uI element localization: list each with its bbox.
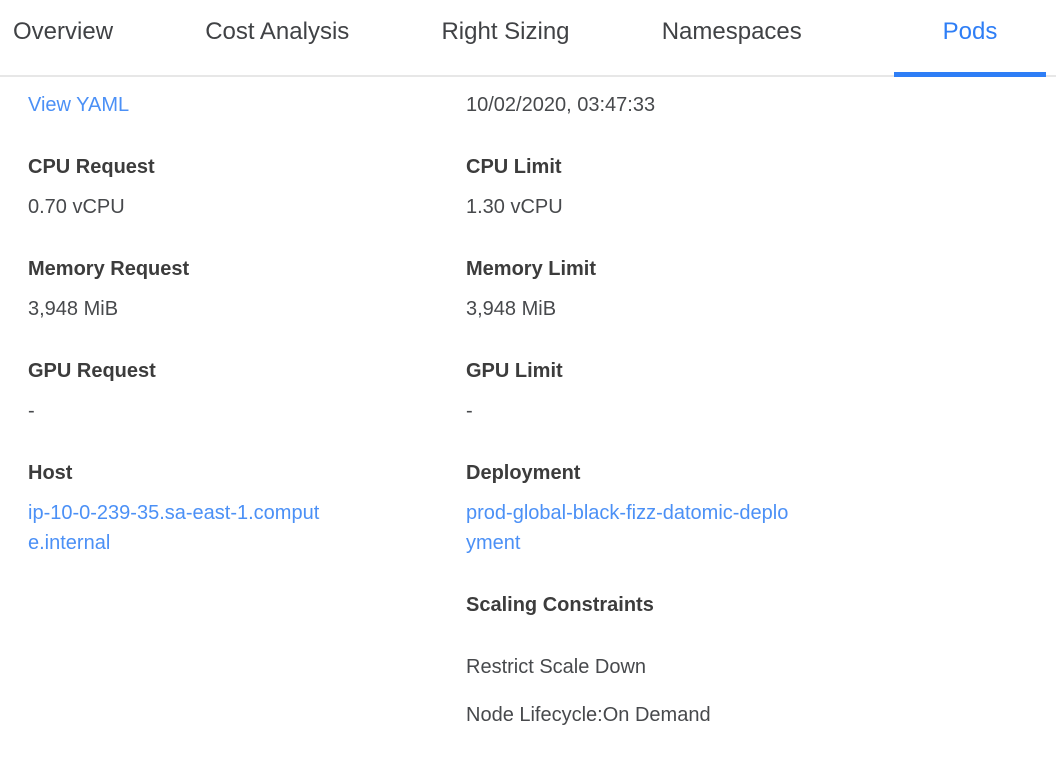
deployment-link[interactable]: prod-global-black-fizz-datomic-deploymen… (466, 502, 789, 554)
scaling-constraints-label: Scaling Constraints (466, 594, 654, 616)
gpu-limit-value: - (466, 400, 473, 422)
tab-cost-analysis[interactable]: Cost Analysis (205, 18, 350, 45)
field-cpu-limit: CPU Limit 1.30 vCPU (466, 152, 1026, 222)
cpu-request-label: CPU Request (28, 156, 155, 178)
tab-right-sizing[interactable]: Right Sizing (441, 18, 570, 45)
details-right-column: 10/02/2020, 03:47:33 CPU Limit 1.30 vCPU… (466, 90, 1026, 748)
tab-overview[interactable]: Overview (13, 18, 114, 45)
timestamp: 10/02/2020, 03:47:33 (466, 94, 656, 116)
field-deployment: Deployment prod-global-black-fizz-datomi… (466, 458, 1026, 558)
memory-limit-label: Memory Limit (466, 258, 597, 280)
gpu-request-value: - (28, 400, 35, 422)
tab-bar: Overview Cost Analysis Right Sizing Name… (0, 0, 1056, 77)
host-link[interactable]: ip-10-0-239-35.sa-east-1.compute.interna… (28, 502, 320, 554)
cpu-limit-value: 1.30 vCPU (466, 196, 563, 218)
cpu-limit-label: CPU Limit (466, 156, 562, 178)
field-memory-request: Memory Request 3,948 MiB (28, 254, 466, 324)
gpu-limit-label: GPU Limit (466, 360, 563, 382)
field-gpu-limit: GPU Limit - (466, 356, 1026, 426)
scaling-item-node-lifecycle: Node Lifecycle:On Demand (466, 704, 711, 726)
field-gpu-request: GPU Request - (28, 356, 466, 426)
cpu-request-value: 0.70 vCPU (28, 196, 125, 218)
memory-limit-value: 3,948 MiB (466, 298, 557, 320)
field-host: Host ip-10-0-239-35.sa-east-1.compute.in… (28, 458, 466, 558)
details-left-column: View YAML CPU Request 0.70 vCPU Memory R… (28, 90, 466, 748)
scaling-item-restrict-scale-down: Restrict Scale Down (466, 656, 647, 678)
memory-request-value: 3,948 MiB (28, 298, 119, 320)
tab-pods[interactable]: Pods (893, 0, 1046, 77)
field-memory-limit: Memory Limit 3,948 MiB (466, 254, 1026, 324)
memory-request-label: Memory Request (28, 258, 190, 280)
gpu-request-label: GPU Request (28, 360, 156, 382)
tab-namespaces[interactable]: Namespaces (661, 18, 802, 45)
deployment-label: Deployment (466, 462, 581, 484)
host-label: Host (28, 462, 73, 484)
field-cpu-request: CPU Request 0.70 vCPU (28, 152, 466, 222)
view-yaml-link[interactable]: View YAML (28, 94, 130, 116)
pod-details-panel: View YAML CPU Request 0.70 vCPU Memory R… (0, 77, 1056, 748)
